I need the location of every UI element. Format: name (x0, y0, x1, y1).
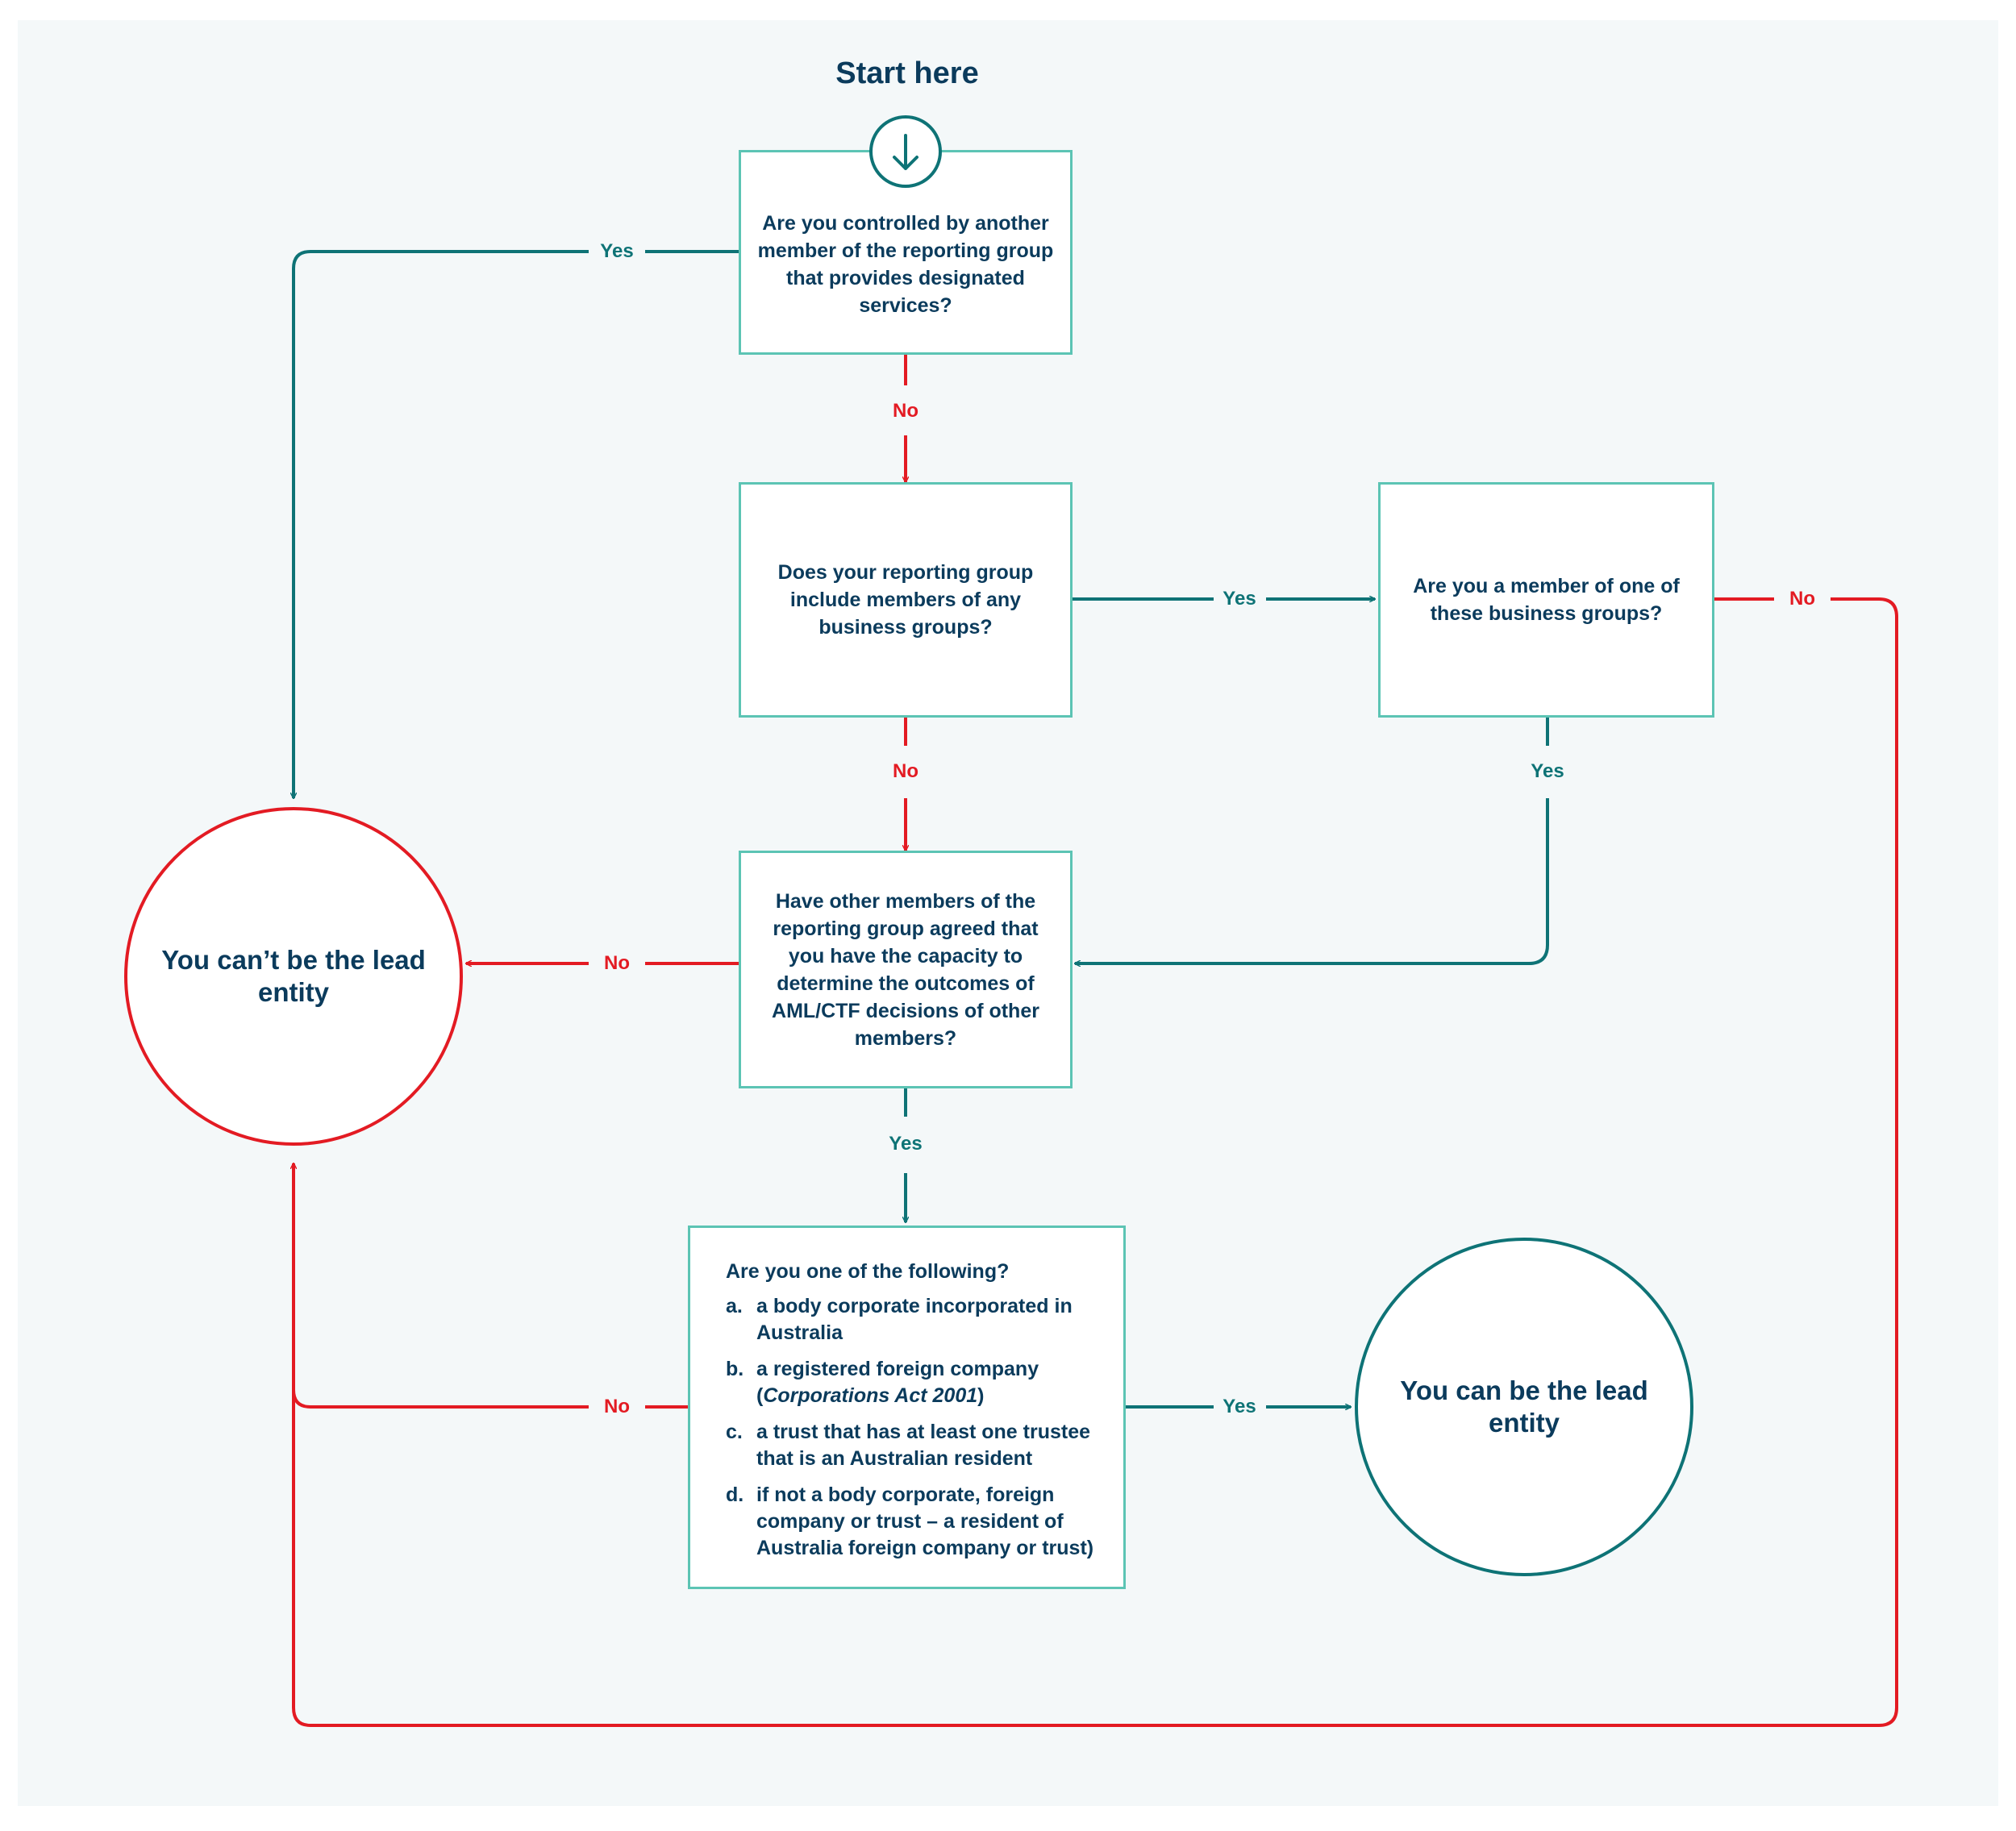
start-arrow-circle (869, 115, 942, 188)
label-q5-yes: Yes (1223, 1396, 1256, 1417)
question-business-groups-text: Does your reporting group include member… (777, 561, 1034, 639)
outcome-cannot-be-lead-entity: You can’t be the lead entity (124, 807, 463, 1146)
label-q5-no: No (604, 1396, 630, 1417)
option-marker: d. (726, 1484, 744, 1506)
option-text-after: ) (977, 1384, 985, 1407)
option-text: if not a body corporate, foreign company… (756, 1484, 1094, 1559)
option-marker: c. (726, 1421, 743, 1443)
question-capacity-agreed-text: Have other members of the reporting grou… (772, 889, 1039, 1050)
entity-type-option: d. if not a body corporate, foreign comp… (726, 1482, 1099, 1562)
question-controlled-by-member-text: Are you controlled by another member of … (757, 212, 1054, 317)
label-q2-no: No (893, 760, 918, 782)
question-member-of-business-group-text: Are you a member of one of these busines… (1413, 575, 1680, 625)
entity-type-option: a. a body corporate incorporated in Aust… (726, 1293, 1099, 1346)
outcome-cannot-text: You can’t be the lead entity (161, 945, 426, 1007)
label-q2-yes: Yes (1223, 588, 1256, 610)
option-text-before: a registered foreign company ( (756, 1358, 1039, 1407)
question-entity-type: Are you one of the following? a. a body … (688, 1226, 1126, 1589)
label-q1-yes: Yes (600, 240, 634, 262)
question-business-groups: Does your reporting group include member… (739, 482, 1073, 718)
label-q3-yes: Yes (1531, 760, 1564, 782)
entity-type-heading: Are you one of the following? (726, 1260, 1010, 1283)
label-q1-no: No (893, 400, 918, 422)
edge-q5-no (292, 1251, 688, 1409)
label-q4-yes: Yes (889, 1133, 923, 1155)
outcome-can-text: You can be the lead entity (1400, 1375, 1648, 1438)
option-marker: b. (726, 1358, 744, 1380)
option-text-italic: Corporations Act 2001 (763, 1384, 978, 1407)
option-marker: a. (726, 1295, 743, 1317)
outcome-can-be-lead-entity: You can be the lead entity (1355, 1238, 1693, 1576)
entity-type-option: c. a trust that has at least one trustee… (726, 1419, 1099, 1472)
edge-q3-yes (1075, 718, 1549, 963)
arrow-down-icon (893, 134, 918, 170)
question-capacity-agreed: Have other members of the reporting grou… (739, 851, 1073, 1088)
label-q3-no: No (1789, 588, 1815, 610)
entity-type-option: b. a registered foreign company (Corpora… (726, 1356, 1099, 1409)
edge-q1-yes (294, 250, 739, 798)
option-text: a trust that has at least one trustee th… (756, 1421, 1091, 1470)
start-here-title: Start here (835, 56, 979, 90)
option-text: a body corporate incorporated in Austral… (756, 1295, 1073, 1344)
option-text: a registered foreign company (Corporatio… (756, 1356, 1099, 1409)
edge-q3-no (294, 597, 1898, 1727)
question-member-of-business-group: Are you a member of one of these busines… (1378, 482, 1714, 718)
label-q4-no: No (604, 952, 630, 974)
